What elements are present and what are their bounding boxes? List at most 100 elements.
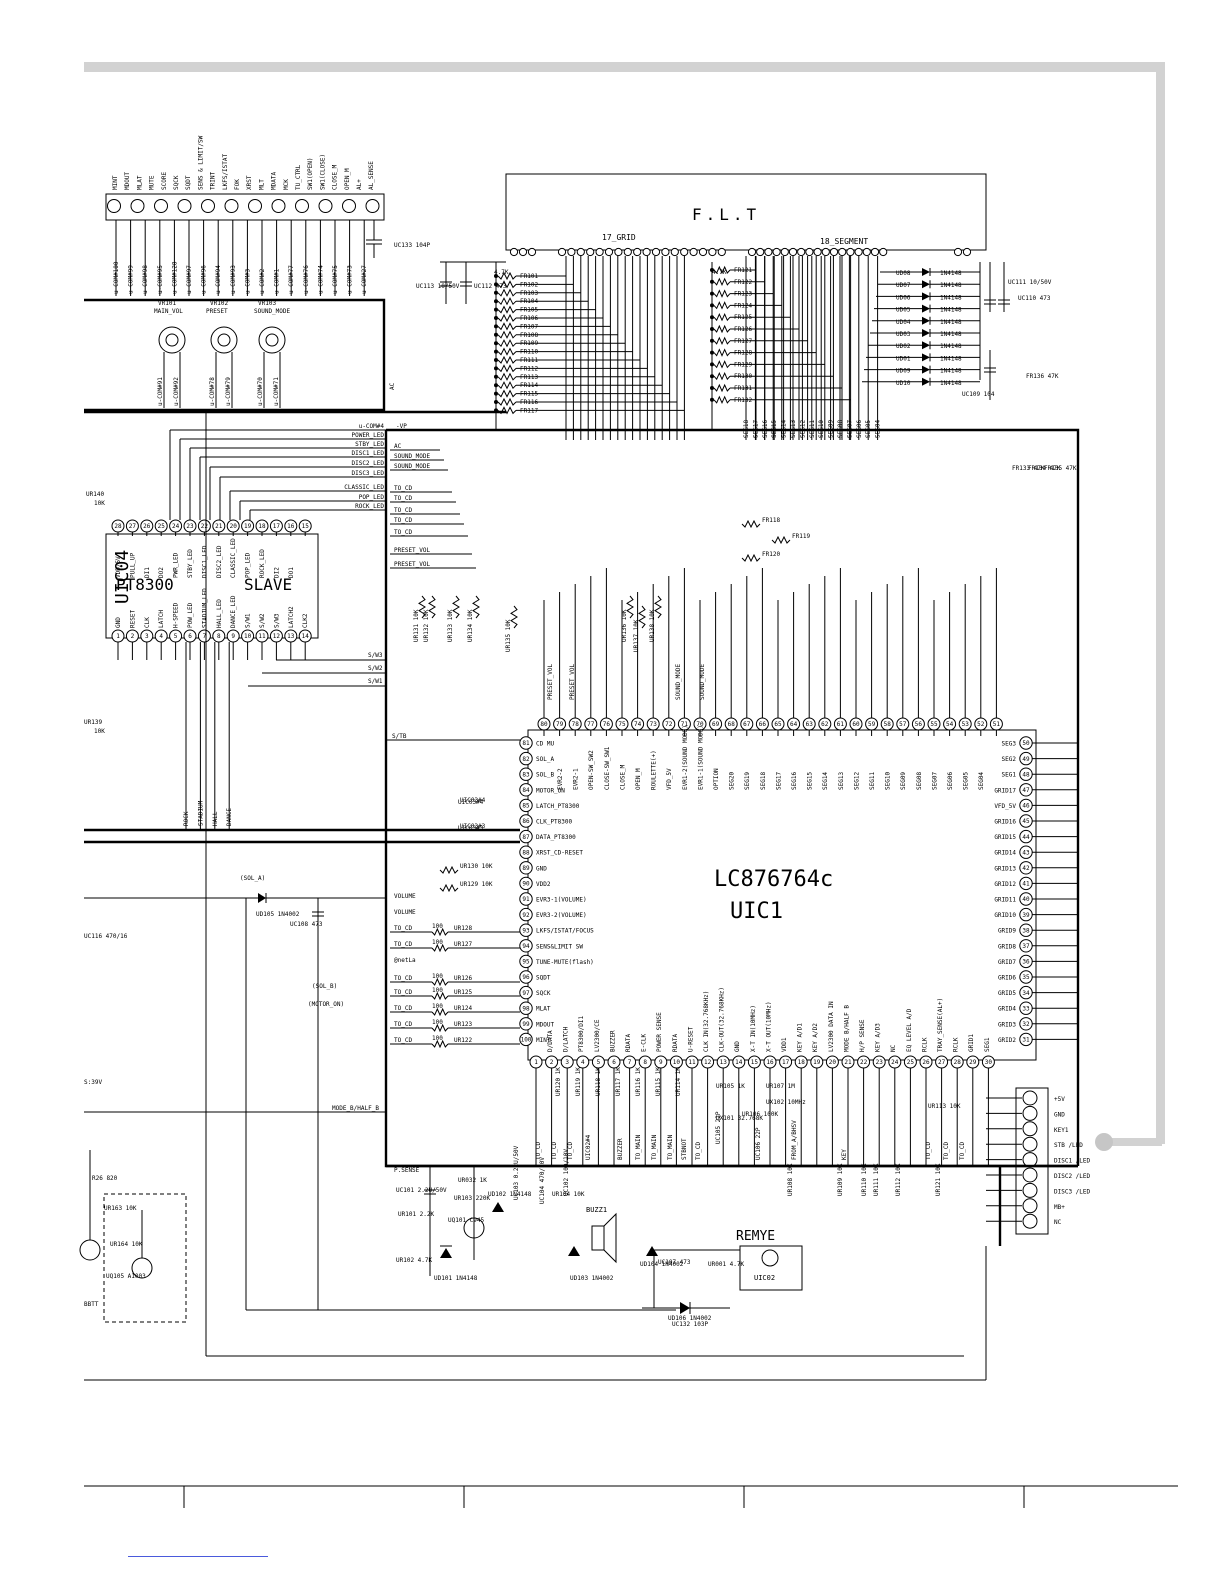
flt-grid-pin [604, 247, 614, 257]
resistance-label: 4.7K [494, 269, 509, 276]
mcu-pin-name: GRID11 [994, 897, 1016, 904]
uc110-label: UC110 473 [1018, 295, 1051, 302]
bus-label: DISC1_LED [351, 450, 384, 457]
pin-number: 40 [1022, 896, 1030, 903]
mcu-pin-name: CLK-OUT(32.768KHz) [719, 987, 726, 1052]
input-net-label: TO_CD [394, 1037, 412, 1044]
seg-bus-label: SEG08 [837, 420, 844, 438]
diode-type: 1N4148 [940, 331, 962, 338]
misc-label: BBTT [84, 1301, 99, 1308]
pot-body [158, 326, 186, 354]
slave-pin-name: S/W2 [259, 613, 266, 628]
connector-pin [271, 199, 286, 213]
flt-seg-pin [805, 247, 814, 257]
pin-number: 92 [522, 912, 530, 919]
connector-pin-label: MUTE [149, 175, 156, 190]
resistor-symbol [771, 535, 791, 545]
pin-number: 61 [837, 721, 845, 728]
mcu-pin-name: NC [890, 1044, 897, 1052]
flt-pin [527, 247, 537, 257]
mcu-pin-name: VDD1 [781, 1037, 788, 1052]
mcu-pin-name: EQ LEVEL A/D [906, 1008, 913, 1052]
mcu-pin-name: CLK IN(32.768KHz) [703, 991, 710, 1052]
pin-number: 93 [522, 927, 530, 934]
input-net-label: UIC03#4 [460, 797, 486, 804]
pin-number: 34 [1022, 990, 1030, 997]
mcu-pin-name: PT8300/DI1 [578, 1015, 585, 1052]
part-label: UD106 1N4002 [668, 1315, 712, 1322]
diode-type: 1N4148 [940, 282, 962, 289]
resistor-ref: UR122 [454, 1037, 472, 1044]
resistor-ref: UR126 [454, 975, 472, 982]
bus-label: TO_CD [394, 507, 412, 514]
resistor-symbol [713, 265, 731, 275]
pin-number: 48 [1022, 771, 1030, 778]
mcu-pin-name: KEY A/D2 [812, 1023, 819, 1052]
uc105-label: UC105 22P [715, 1111, 722, 1144]
mcu-pin [519, 861, 533, 875]
mcu-pin-name: GRID12 [994, 881, 1016, 888]
pin-number: 94 [522, 943, 530, 950]
pin-number: 74 [634, 721, 642, 728]
resistor-label: UR130 10K [460, 863, 493, 870]
input-net-label: TO_CD [394, 1005, 412, 1012]
mcu-pin-name: OPEN-SW_SW2 [588, 750, 595, 790]
connector-pin-label: DISC1 /LED [1054, 1158, 1091, 1165]
net-label: DANCE [226, 808, 233, 826]
bus-label: TO_CD [394, 495, 412, 502]
flt-grid-pin [576, 247, 585, 257]
uc106-label: UC106 22P [755, 1127, 762, 1160]
flt-seg-pin [846, 247, 855, 257]
flt-seg-pin [854, 247, 863, 257]
part-label: UQ101 C945 [448, 1217, 485, 1224]
net-label: S/W1 [368, 678, 383, 685]
pin-number: 50 [1022, 740, 1030, 747]
flt-pin [518, 247, 528, 257]
bottom-net-label: TO_MAIN [667, 1134, 674, 1160]
mcu-pin-name: SEG05 [963, 772, 970, 790]
pin-number: 35 [1022, 974, 1030, 981]
pin-number: 1 [534, 1059, 538, 1066]
mcu-pin [519, 1001, 533, 1015]
connector-pin-label: MINT [112, 175, 119, 190]
footer-link-underline[interactable] [128, 1556, 268, 1557]
pin-number: 84 [522, 787, 530, 794]
slave-pin-name: POP_LED [245, 552, 252, 578]
flt-grid-pin [717, 247, 726, 257]
part-label: UR113 10K [928, 1103, 961, 1110]
mcu-pin-name: GRID9 [998, 928, 1016, 935]
part-label: UD102 1N4148 [488, 1191, 532, 1198]
mcu-pin-name: EVR1-2(SOUND MODE) [682, 725, 689, 790]
slave-pin-name: DI1 [144, 567, 151, 578]
connector-pin-label: MDOUT [124, 172, 131, 190]
ud105-label: UD105 1N4002 [256, 911, 300, 918]
pin-number: 99 [522, 1021, 530, 1028]
resistor-symbol [497, 305, 517, 314]
capacitor-uc113: UC113 10/50V UC112 473 [416, 261, 507, 304]
mcu-pin-name: GRID15 [994, 834, 1016, 841]
mcu-pin-name: CLK_PT8300 [536, 819, 573, 826]
flt-grid-pin [614, 247, 623, 257]
pin-number: 25 [907, 1059, 915, 1066]
flt-seg-pin [813, 247, 822, 257]
pin-number: 12 [273, 633, 281, 640]
bus-label: DISC3_LED [351, 470, 384, 477]
part-label: UQ105 A1003 [106, 1273, 146, 1280]
pin-number: 85 [522, 803, 530, 810]
part-label: UR109 10K [837, 1163, 844, 1196]
flt-seg-pin [780, 247, 789, 257]
right-caps: UC111 10/50V UC110 473 UC109 104 FR136 4… [962, 262, 1077, 472]
part-label: UR119 1K [575, 1067, 582, 1096]
resistor-ref: UR123 [454, 1021, 472, 1028]
connector-pin [107, 199, 121, 213]
seg-bus-label: SEG07 [846, 420, 853, 438]
seg-bus-label: SEG05 [865, 420, 872, 438]
mcu-pin [519, 923, 533, 937]
mcu-pin-name: X-T OUT(10MHz) [765, 1001, 772, 1052]
mcu-pin-name: LATCH_PT8300 [536, 803, 580, 810]
pin-number: 81 [522, 740, 530, 747]
bottom-net-label: TO_MAIN [651, 1134, 658, 1160]
resistor-symbol [428, 595, 436, 619]
